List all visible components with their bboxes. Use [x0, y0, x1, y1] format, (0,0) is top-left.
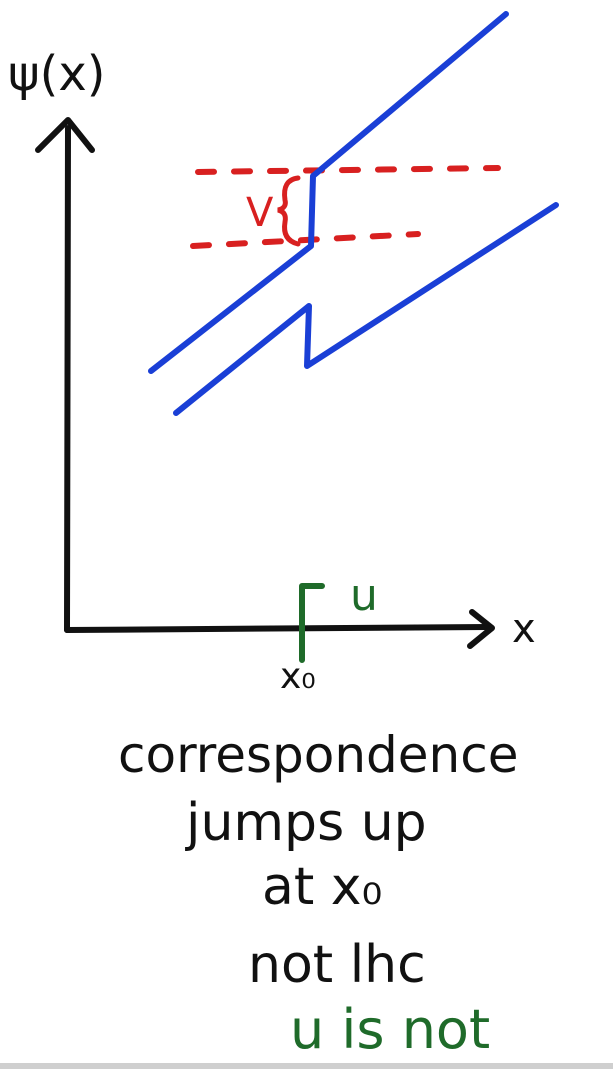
note-line-2: jumps up [185, 793, 427, 853]
lower-function-line [173, 202, 559, 416]
x-axis-line [64, 624, 491, 633]
note-line-5: u is not [290, 998, 490, 1061]
y-axis-line [64, 125, 71, 633]
x0-label: x₀ [280, 656, 316, 697]
jump-label: V [246, 190, 274, 236]
lower-dashed-guide [190, 231, 421, 249]
note-line-3: at x₀ [262, 857, 382, 917]
x-axis-label: x [512, 606, 536, 652]
x-axis-arrowhead [467, 609, 495, 649]
upper-dashed-guide [195, 165, 501, 175]
jump-brace [277, 175, 301, 247]
note-line-4: not lhc [248, 935, 426, 995]
upper-correspondence-line [148, 11, 509, 374]
u-bracket [299, 583, 325, 663]
note-line-1: correspondence [118, 726, 519, 784]
y-axis-label: ψ(x) [8, 46, 106, 102]
bottom-strip [0, 1063, 613, 1069]
y-axis-arrowhead [35, 117, 95, 153]
u-label: u [350, 570, 378, 621]
